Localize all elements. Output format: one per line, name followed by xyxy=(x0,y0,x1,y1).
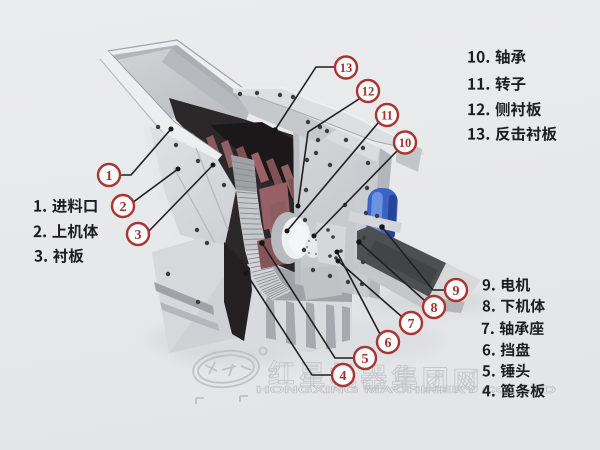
svg-text:6: 6 xyxy=(385,336,392,351)
svg-text:2: 2 xyxy=(120,200,127,215)
svg-text:13: 13 xyxy=(340,61,353,75)
svg-text:7: 7 xyxy=(408,317,415,332)
svg-text:4: 4 xyxy=(340,369,347,384)
svg-text:8: 8 xyxy=(431,301,438,316)
svg-text:10: 10 xyxy=(399,136,412,150)
svg-text:HONGXING MACHINERY CO.,LTD: HONGXING MACHINERY CO.,LTD xyxy=(256,384,557,396)
svg-text:9: 9 xyxy=(453,284,460,299)
svg-text:12: 12 xyxy=(362,84,375,98)
svg-text:5: 5 xyxy=(362,352,369,367)
svg-text:1: 1 xyxy=(106,169,113,184)
svg-text:11: 11 xyxy=(381,108,393,122)
svg-text:3: 3 xyxy=(135,228,142,243)
